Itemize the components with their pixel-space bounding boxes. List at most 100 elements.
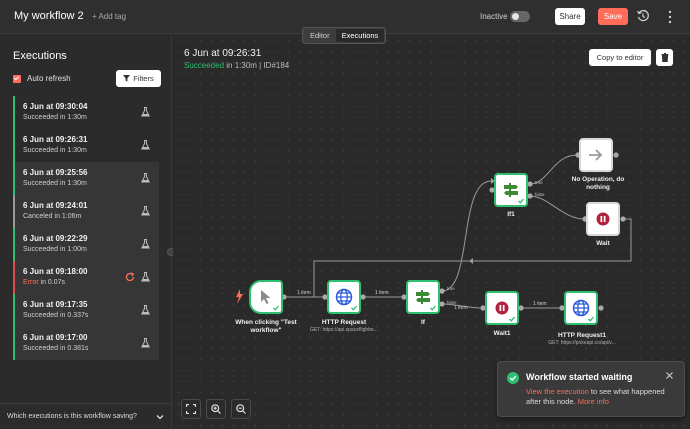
- flask-icon: [141, 338, 150, 348]
- execution-item[interactable]: 6 Jun at 09:17:00 Succeeded in 0.381s: [13, 327, 159, 360]
- execution-time: 6 Jun at 09:18:00: [23, 267, 88, 276]
- filters-button[interactable]: Filters: [116, 70, 161, 87]
- execution-item[interactable]: 6 Jun at 09:17:35 Succeeded in 0.337s: [13, 294, 159, 327]
- port-label-true: true: [535, 180, 543, 185]
- copy-to-editor-button[interactable]: Copy to editor: [589, 49, 651, 66]
- check-icon: [588, 316, 594, 322]
- node-subtitle-http-request1: GET: https://pokeapi.co/api/v...: [548, 340, 616, 346]
- execution-time: 6 Jun at 09:30:04: [23, 102, 88, 111]
- node-wait1[interactable]: [485, 291, 519, 325]
- delete-execution-button[interactable]: [656, 49, 673, 66]
- toggle-knob: [512, 13, 519, 20]
- workflow-name[interactable]: My workflow 2: [14, 10, 84, 22]
- toast-title: Workflow started waiting: [526, 372, 633, 382]
- node-if[interactable]: [406, 280, 440, 314]
- pause-icon: [495, 301, 509, 315]
- node-label-http-request: HTTP Request: [321, 319, 367, 326]
- node-subtitle-http-request: GET: https://api.spaceflighbe...: [310, 327, 378, 333]
- flask-icon: [141, 140, 150, 150]
- execution-time: 6 Jun at 09:17:00: [23, 333, 88, 342]
- execution-item[interactable]: 6 Jun at 09:30:04 Succeeded in 1:30m: [13, 96, 159, 129]
- tab-editor[interactable]: Editor: [310, 31, 330, 40]
- tab-executions[interactable]: Executions: [335, 29, 385, 42]
- execution-duration-id: in 1:30m | ID#184: [224, 61, 290, 70]
- fit-view-icon: [186, 404, 196, 414]
- node-label-http-request1: HTTP Request1: [558, 332, 606, 339]
- flask-icon: [141, 305, 150, 315]
- error-duration: in 0.07s: [38, 279, 66, 286]
- execution-status: Succeeded in 1:30m: [23, 147, 87, 154]
- toast-message: View the execution to see what happened …: [526, 387, 676, 407]
- wire-if1-noop: [529, 154, 578, 185]
- zoom-out-icon: [236, 404, 246, 414]
- node-label-wait1: Wait1: [493, 330, 511, 337]
- check-icon: [351, 305, 357, 311]
- execution-status: Error in 0.07s: [23, 279, 65, 286]
- history-icon[interactable]: [636, 9, 650, 23]
- globe-icon: [335, 288, 353, 306]
- execution-item[interactable]: 6 Jun at 09:18:00 Error in 0.07s: [13, 261, 159, 294]
- sidebar-title: Executions: [13, 50, 67, 62]
- port-label-true: true: [447, 286, 455, 291]
- auto-refresh-checkbox[interactable]: [13, 74, 21, 83]
- execution-status: Succeeded in 1:30m: [23, 114, 87, 121]
- notification-toast: Workflow started waiting View the execut…: [497, 361, 685, 417]
- execution-item[interactable]: 6 Jun at 09:26:31 Succeeded in 1:30m: [13, 129, 159, 162]
- port-label-false: false: [447, 300, 457, 305]
- check-icon: [430, 305, 436, 311]
- fit-view-button[interactable]: [181, 399, 201, 419]
- zoom-out-button[interactable]: [231, 399, 251, 419]
- edge-label-item-count: 1 item: [533, 301, 547, 307]
- wire-if-wait1: [441, 303, 483, 309]
- chevron-down-icon[interactable]: [156, 413, 164, 421]
- flask-icon: [141, 107, 150, 117]
- editor-executions-tabs: Editor Executions: [302, 27, 387, 44]
- pause-icon: [596, 212, 610, 226]
- execution-time: 6 Jun at 09:24:01: [23, 201, 88, 210]
- arrow-right-icon: [589, 149, 603, 161]
- execution-time: 6 Jun at 09:17:35: [23, 300, 88, 309]
- execution-item[interactable]: 6 Jun at 09:24:01 Canceled in 1:06m: [13, 195, 159, 228]
- branch-icon: [416, 290, 430, 304]
- port-label-false: false: [535, 192, 545, 197]
- more-menu-icon[interactable]: [668, 10, 672, 24]
- more-info-link[interactable]: More info: [577, 397, 609, 406]
- flask-icon: [141, 173, 150, 183]
- check-icon: [273, 305, 279, 311]
- workflow-canvas[interactable]: 6 Jun at 09:26:31 Succeeded in 1:30m | I…: [173, 35, 690, 429]
- node-label-trigger: When clicking "Test workflow": [235, 319, 297, 334]
- saving-settings-bar[interactable]: Which executions is this workflow saving…: [0, 403, 172, 429]
- add-tag-button[interactable]: + Add tag: [92, 12, 127, 21]
- execution-time: 6 Jun at 09:22:29: [23, 234, 88, 243]
- retry-icon[interactable]: [125, 272, 135, 282]
- node-wait[interactable]: [586, 202, 620, 236]
- auto-refresh-control[interactable]: Auto refresh: [13, 74, 71, 83]
- view-execution-link[interactable]: View the execution: [526, 387, 589, 396]
- node-if1[interactable]: [494, 173, 528, 207]
- node-http-request1[interactable]: [564, 291, 598, 325]
- connections: [236, 152, 632, 311]
- share-button[interactable]: Share: [555, 8, 585, 25]
- saving-question: Which executions is this workflow saving…: [7, 413, 137, 420]
- node-manual-trigger[interactable]: [249, 280, 283, 314]
- zoom-in-button[interactable]: [206, 399, 226, 419]
- edge-label-item-count: 1 item: [375, 290, 389, 296]
- node-no-operation[interactable]: [579, 138, 613, 172]
- execution-list: 6 Jun at 09:30:04 Succeeded in 1:30m 6 J…: [13, 96, 159, 360]
- execution-status: Canceled in 1:06m: [23, 213, 82, 220]
- node-http-request[interactable]: [327, 280, 361, 314]
- error-word: Error: [23, 279, 39, 286]
- canvas-controls: [181, 399, 251, 419]
- close-icon[interactable]: [666, 372, 673, 379]
- execution-item[interactable]: 6 Jun at 09:22:29 Succeeded in 1:00m: [13, 228, 159, 261]
- execution-time: 6 Jun at 09:25:56: [23, 168, 88, 177]
- wire-if1-wait: [529, 195, 585, 220]
- execution-item[interactable]: 6 Jun at 09:25:56 Succeeded in 1:30m: [13, 162, 159, 195]
- active-toggle[interactable]: [510, 11, 530, 22]
- cursor-icon: [261, 290, 271, 304]
- execution-summary: Succeeded in 1:30m | ID#184: [184, 61, 289, 70]
- save-button[interactable]: Save: [598, 8, 628, 25]
- execution-status: Succeeded in 0.381s: [23, 345, 89, 352]
- execution-status: Succeeded in 1:30m: [23, 180, 87, 187]
- trigger-bolt: [236, 289, 243, 304]
